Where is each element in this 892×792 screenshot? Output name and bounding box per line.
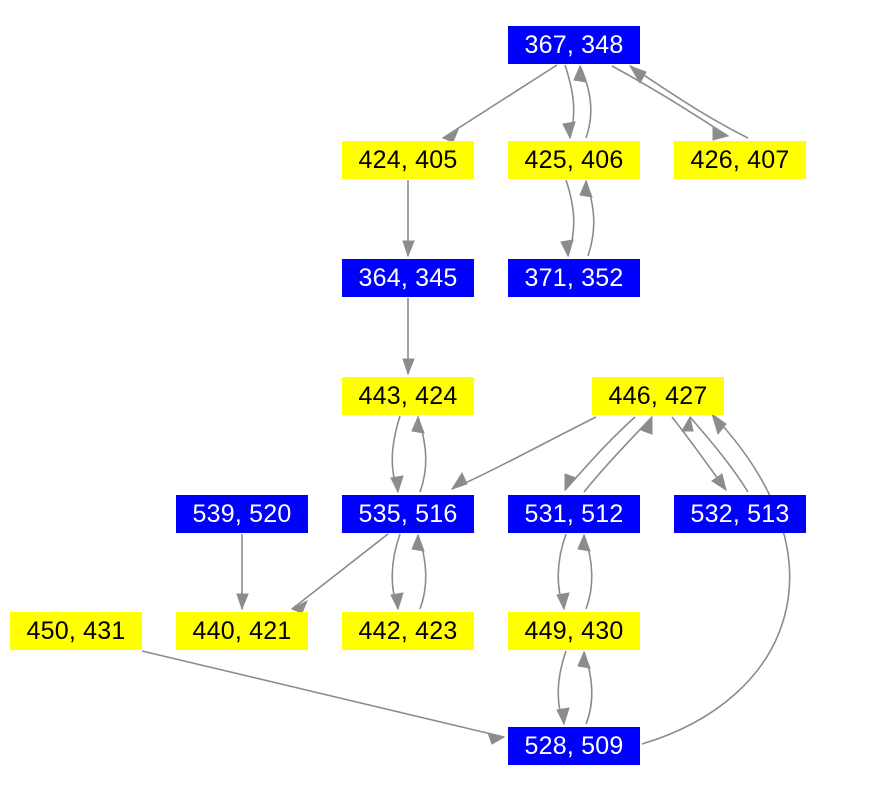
edge-arrowhead-icon <box>681 415 694 432</box>
graph-edge <box>450 416 597 490</box>
graph-edge <box>290 533 389 614</box>
graph-edge <box>577 650 593 725</box>
edge-arrowhead-icon <box>640 415 653 435</box>
edge-arrowhead-icon <box>402 240 415 258</box>
graph-edge <box>560 179 575 258</box>
edge-arrowhead-icon <box>487 732 506 745</box>
graph-node[interactable]: 426, 407 <box>674 141 806 179</box>
graph-node[interactable]: 443, 424 <box>342 377 474 415</box>
graph-node[interactable]: 424, 405 <box>342 141 474 179</box>
edge-arrowhead-icon <box>556 592 570 611</box>
graph-edge <box>564 416 636 492</box>
graph-edge <box>579 179 595 257</box>
graph-node[interactable]: 442, 423 <box>342 612 474 650</box>
graph-edge <box>577 533 593 610</box>
edge-arrowhead-icon <box>628 65 647 85</box>
graph-edge <box>573 64 592 139</box>
edge-arrowhead-icon <box>573 64 587 83</box>
graph-node[interactable]: 528, 509 <box>508 727 640 765</box>
edge-arrowhead-icon <box>711 412 727 436</box>
edge-arrowhead-icon <box>562 121 576 140</box>
graph-edge <box>583 415 653 493</box>
graph-edge <box>441 64 558 143</box>
graph-edge <box>141 650 506 745</box>
edge-line <box>583 416 653 493</box>
graph-edge <box>236 534 249 611</box>
edge-arrowhead-icon <box>579 179 593 198</box>
edge-arrowhead-icon <box>390 592 404 611</box>
edge-arrowhead-icon <box>556 707 570 726</box>
edge-arrowhead-icon <box>560 239 574 258</box>
graph-node[interactable]: 535, 516 <box>342 495 474 533</box>
graph-node[interactable]: 364, 345 <box>342 259 474 297</box>
graph-edge <box>390 533 404 611</box>
edge-arrowhead-icon <box>564 473 577 492</box>
edge-arrowhead-icon <box>577 650 591 669</box>
edge-arrowhead-icon <box>441 128 459 143</box>
graph-edge <box>681 415 749 493</box>
graph-edge <box>641 412 791 745</box>
edge-arrowhead-icon <box>577 533 591 552</box>
graph-node[interactable]: 440, 421 <box>176 612 308 650</box>
graph-edge <box>671 416 727 492</box>
edge-arrowhead-icon <box>712 127 730 141</box>
graph-edge <box>628 65 749 139</box>
graph-node[interactable]: 371, 352 <box>508 259 640 297</box>
graph-edge <box>611 65 730 141</box>
graph-edge <box>411 533 427 610</box>
graph-edge <box>411 415 427 493</box>
edge-line <box>611 65 729 137</box>
edge-arrowhead-icon <box>290 599 308 614</box>
graph-node[interactable]: 425, 406 <box>508 141 640 179</box>
edge-line <box>291 533 389 610</box>
graph-node[interactable]: 367, 348 <box>508 26 640 64</box>
graph-node[interactable]: 450, 431 <box>10 612 142 650</box>
edge-arrowhead-icon <box>402 358 415 376</box>
graph-edge <box>556 533 570 611</box>
edge-arrowhead-icon <box>411 533 425 552</box>
edge-arrowhead-icon <box>711 473 727 492</box>
edge-arrowhead-icon <box>236 593 249 611</box>
edge-arrowhead-icon <box>450 471 468 490</box>
edge-line <box>641 413 791 745</box>
graph-node[interactable]: 539, 520 <box>176 495 308 533</box>
edge-line <box>442 64 558 139</box>
graph-node[interactable]: 532, 513 <box>674 495 806 533</box>
graph-node[interactable]: 531, 512 <box>508 495 640 533</box>
graph-edge <box>562 64 576 140</box>
edge-arrowhead-icon <box>411 415 425 434</box>
graph-edge <box>402 298 415 376</box>
graph-edge <box>556 650 570 726</box>
graph-node[interactable]: 449, 430 <box>508 612 640 650</box>
graph-edge <box>390 415 404 494</box>
edge-line <box>689 416 749 493</box>
graph-node[interactable]: 446, 427 <box>592 377 724 415</box>
graph-edge <box>402 180 415 258</box>
edge-line <box>451 416 597 490</box>
edge-line <box>141 650 505 738</box>
edge-arrowhead-icon <box>390 475 404 494</box>
